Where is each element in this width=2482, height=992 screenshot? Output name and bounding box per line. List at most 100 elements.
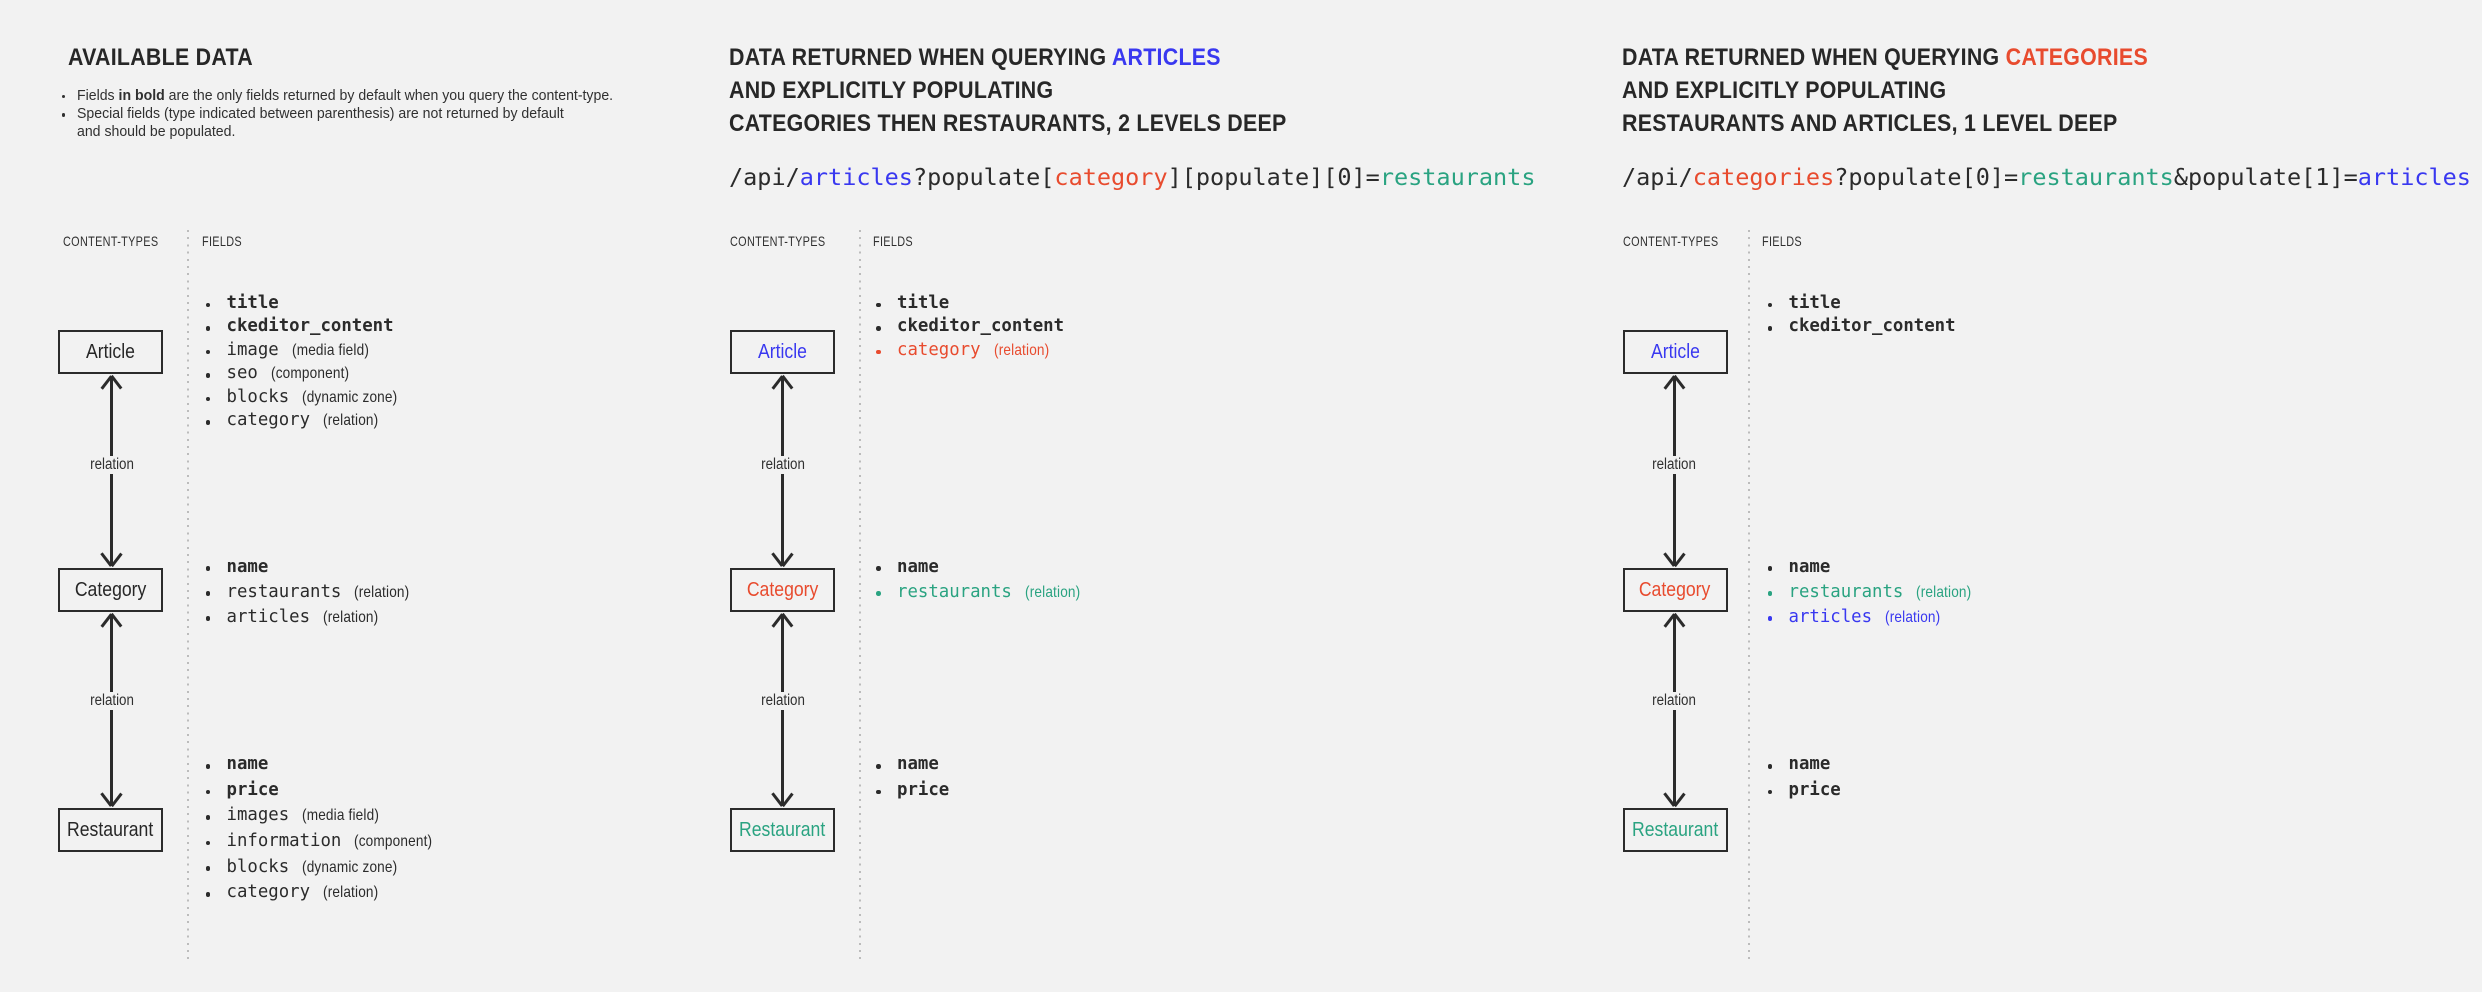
field-item: category (relation): [205, 880, 447, 906]
api-url-segment: ][populate][0]=: [1167, 162, 1380, 191]
field-name: title: [1788, 292, 1841, 313]
field-annotation-text: (dynamic zone): [302, 388, 398, 406]
field-annotation-text: (relation): [1885, 608, 1941, 626]
node-box-restaurant: Restaurant: [58, 808, 163, 852]
field-item: images(media field): [205, 803, 447, 829]
field-name: name: [226, 754, 269, 775]
relation-label-text: relation: [89, 692, 134, 709]
field-name: seo: [226, 363, 258, 384]
field-item: information (component): [205, 829, 447, 855]
field-name: price: [1788, 779, 1841, 800]
relation-label: relation: [1646, 456, 1702, 474]
note-line: Special fields (type indicated between p…: [77, 105, 564, 123]
panel-title: AVAILABLE DATA: [68, 41, 276, 74]
column-divider: [1748, 230, 1750, 960]
relation-label: relation: [84, 692, 139, 710]
column-label-text: FIELDS: [202, 233, 242, 249]
api-url-segment: &populate[1]=: [2173, 162, 2358, 191]
note-segment: Fields: [77, 86, 119, 104]
field-item: seo (component): [205, 362, 415, 386]
field-annotation: (component): [271, 365, 363, 382]
column-divider: [859, 230, 861, 960]
field-name: articles: [1788, 606, 1873, 627]
field-item: image (media field): [205, 339, 415, 363]
field-name: restaurants: [1788, 581, 1904, 602]
field-item: restaurants(relation): [875, 580, 1090, 605]
node-box-category: Category: [1622, 568, 1728, 612]
api-url-segment: articles: [2357, 162, 2471, 191]
field-item: title: [875, 292, 1064, 316]
field-item: ckeditor_content: [875, 315, 1064, 339]
column-label-text: CONTENT-TYPES: [1622, 233, 1718, 249]
field-annotation-text: (component): [270, 365, 350, 383]
field-name: images: [226, 805, 290, 826]
field-annotation-text: (relation): [1916, 583, 1972, 601]
relation-label: relation: [755, 456, 810, 474]
node-box-category: Category: [730, 568, 835, 612]
arrow-line: [781, 614, 784, 806]
field-annotation: (component): [354, 833, 446, 850]
field-name: blocks: [226, 386, 290, 407]
field-annotation: (relation): [1025, 584, 1090, 601]
field-name: restaurants: [226, 581, 342, 602]
panel-title-segment: RESTAURANTS AND ARTICLES, 1 LEVEL DEEP: [1622, 109, 2118, 137]
relation-label-text: relation: [760, 456, 805, 473]
panel-title-segment: CATEGORIES THEN RESTAURANTS, 2 LEVELS DE…: [729, 109, 1287, 137]
field-annotation: (media field): [292, 342, 383, 359]
panel-title-segment: CATEGORIES: [2005, 43, 2148, 71]
field-item: price: [1767, 778, 1841, 804]
note-text: Fields in bold are the only fields retur…: [77, 87, 613, 105]
field-annotation-text: (relation): [323, 412, 379, 430]
api-url: /api/articles?populate[category][populat…: [729, 162, 1535, 191]
note-segment: Special fields (type indicated between p…: [77, 104, 564, 122]
node-box-label: Article: [86, 340, 135, 363]
field-name: articles: [226, 606, 311, 627]
panel-title-segment: DATA RETURNED WHEN QUERYING: [1622, 43, 2006, 71]
note-item: Fields in bold are the only fields retur…: [62, 87, 647, 105]
relation-label-text: relation: [760, 692, 805, 709]
relation-arrow: [100, 612, 124, 808]
field-name: information: [226, 830, 342, 851]
relation-label-text: relation: [1652, 456, 1697, 473]
note-line: and should be populated.: [77, 123, 564, 141]
field-annotation-text: (relation): [354, 583, 410, 601]
api-url-segment: category: [1054, 162, 1168, 191]
relation-label-text: relation: [1652, 692, 1697, 709]
panel-title-segment: AND EXPLICITLY POPULATING: [729, 76, 1054, 104]
field-item: name: [205, 752, 447, 778]
field-name: category: [226, 410, 311, 431]
api-url-segment: ?populate[: [912, 162, 1055, 191]
api-url-segment: articles: [799, 162, 913, 191]
api-url-segment: ?populate[0]=: [1834, 162, 2019, 191]
field-item: price: [205, 778, 447, 804]
field-item: articles (relation): [1767, 605, 1982, 630]
relation-label-text: relation: [89, 456, 134, 473]
field-name: ckeditor_content: [1788, 316, 1956, 337]
column-label-fields: FIELDS: [1762, 234, 1812, 250]
field-item: ckeditor_content: [1767, 315, 1956, 339]
node-box-label: Category: [1639, 578, 1711, 601]
column-label-fields: FIELDS: [202, 234, 252, 250]
node-box-label: Article: [758, 340, 807, 363]
field-name: category: [226, 882, 311, 903]
field-name: ckeditor_content: [226, 316, 394, 337]
relation-arrow: [1662, 612, 1686, 808]
field-annotation-text: (dynamic zone): [302, 858, 398, 876]
field-annotation: (relation): [1916, 584, 1981, 601]
arrow-line: [110, 614, 113, 806]
field-name: price: [897, 779, 950, 800]
field-name: name: [226, 556, 269, 577]
panel-title-line: RESTAURANTS AND ARTICLES, 1 LEVEL DEEP: [1622, 107, 2148, 140]
field-name: image: [226, 339, 279, 360]
note-segment: and should be populated.: [77, 122, 236, 140]
field-annotation-text: (relation): [323, 884, 379, 902]
field-name: title: [897, 292, 950, 313]
api-url: /api/categories?populate[0]=restaurants&…: [1622, 162, 2471, 191]
node-box-restaurant: Restaurant: [1622, 808, 1728, 852]
